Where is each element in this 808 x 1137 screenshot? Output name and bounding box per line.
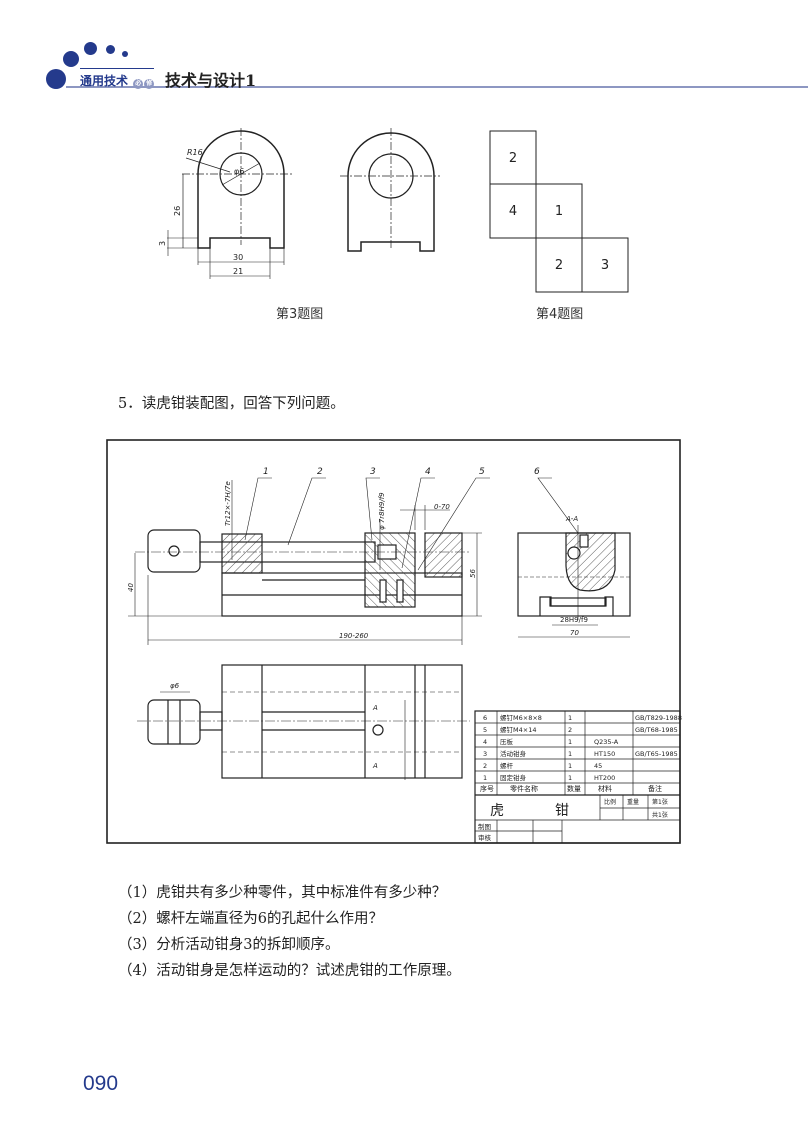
section-mark-bottom: A [372,762,378,770]
parts-table-cell-name: 螺钉M6×8×8 [500,713,542,722]
parts-table-cell-material: HT150 [594,750,615,758]
dim-width-inner: 21 [233,267,243,276]
header-qty: 数量 [567,784,581,793]
dim-radius: R16 [187,148,203,157]
parts-table-cell-name: 螺钉M4×14 [500,725,536,734]
sub-question-3: （3）分析活动钳身3的拆卸顺序。 [118,937,340,953]
weight-label: 重量 [627,798,639,806]
fit-annotation: φ 7r8H9/f9 [378,492,386,530]
question-5-title: 5．读虎钳装配图，回答下列问题。 [118,396,345,412]
fig3-left-view: R16 φ6 26 3 30 21 [158,128,292,279]
section-label: A-A [565,515,578,523]
parts-table-cell-qty: 1 [568,762,572,770]
sub-question-2: （2）螺杆左端直径为6的孔起什么作用？ [118,911,383,927]
dim-diameter: φ6 [234,167,244,176]
parts-table-cell-name: 压板 [500,737,514,746]
fig3-right-view [340,128,440,252]
title-char-2: 钳 [555,803,569,819]
part-label-6: 6 [534,467,540,477]
drawn-by-label: 制图 [478,822,491,831]
scale-label: 比例 [604,798,616,806]
checked-by-label: 审核 [478,833,492,842]
section-mark-top: A [372,704,378,712]
fig3-caption: 第3题图 [276,307,324,322]
header-no: 序号 [480,784,494,793]
part-label-4: 4 [425,467,431,477]
parts-table-cell-no: 3 [483,750,487,758]
badge-icon: 修 [144,79,155,89]
title-char-1: 虎 [490,803,504,819]
vise-top-view: φ6 A A [137,664,470,780]
parts-table-cell-no: 5 [483,726,487,734]
parts-table-cell-note: GB/T68-1985 [635,726,678,734]
fig4-caption: 第4题图 [536,307,584,322]
sub-question-1: （1）虎钳共有多少种零件，其中标准件有多少种？ [118,885,447,901]
parts-table-cell-qty: 2 [568,726,572,734]
vise-front-view: 1 2 3 4 5 6 Tr12×-7H/7e φ 7r8H9/f9 0-70 … [127,467,540,645]
badge-icon: 必 [133,79,144,89]
height-40: 40 [127,583,135,592]
thread-annotation: Tr12×-7H/7e [224,481,232,526]
vise-section-view: A-A 28H9/f9 70 [517,477,631,638]
header-divider [66,86,808,88]
parts-table-cell-note: GB/T829-1988 [635,714,682,722]
parts-table-cell-qty: 1 [568,774,572,782]
part-label-1: 1 [263,467,269,477]
parts-table-cell-material: Q235-A [594,738,619,746]
dim-width-outer: 30 [233,253,243,262]
parts-table-cell-qty: 1 [568,750,572,758]
series-name: 通用技术 必修 [80,72,155,89]
part-label-5: 5 [479,467,485,477]
part-label-2: 2 [317,467,323,477]
sheet-label: 第1张 [652,798,668,806]
parts-table-cell-material: 45 [594,762,602,770]
parts-table-cell-qty: 1 [568,738,572,746]
page-number: 090 [83,1072,119,1095]
dim-step: 3 [158,241,167,246]
parts-table: 6 螺钉M6×8×8 1 GB/T829-1988 5 螺钉M4×14 2 GB/T68-19… [474,710,682,844]
sub-question-4: （4）活动钳身是怎样运动的？试述虎钳的工作原理。 [118,963,461,979]
parts-table-cell-note: GB/T65-1985 [635,750,678,758]
part-label-3: 3 [370,467,376,477]
header-material: 材料 [598,784,612,793]
parts-table-cell-no: 1 [483,774,487,782]
vise-drawing: 1 2 3 4 5 6 Tr12×-7H/7e φ 7r8H9/f9 0-70 … [106,439,682,844]
parts-table-cell-material: HT200 [594,774,615,782]
parts-table-cell-no: 2 [483,762,487,770]
length-dim: 190-260 [339,632,369,640]
fig4-cell: 2 [509,151,517,166]
dim-height: 26 [173,206,182,216]
parts-table-cell-no: 6 [483,714,487,722]
fig4-cell: 1 [555,204,563,219]
slot-fit: 28H9/f9 [560,616,588,624]
header-divider-top [80,68,154,69]
range-annotation: 0-70 [434,503,450,511]
fig4-cell: 2 [555,258,563,273]
total-label: 共1张 [652,811,668,819]
fig4-grid: 2 4 1 2 3 [489,130,629,293]
series-label: 通用技术 [80,74,129,88]
parts-table-cell-qty: 1 [568,714,572,722]
parts-table-cell-name: 活动钳身 [500,749,527,758]
width-70: 70 [570,629,579,637]
height-right: 56 [469,569,477,578]
fig4-cell: 3 [601,258,609,273]
header-note: 备注 [648,784,662,793]
parts-table-cell-no: 4 [483,738,487,746]
book-title: 技术与设计1 [165,71,257,90]
header-name: 零件名称 [510,784,538,793]
parts-table-cell-name: 螺杆 [500,761,514,770]
hole-dim: φ6 [170,682,180,690]
parts-table-cell-name: 固定钳身 [500,773,527,782]
fig4-cell: 4 [509,204,517,219]
